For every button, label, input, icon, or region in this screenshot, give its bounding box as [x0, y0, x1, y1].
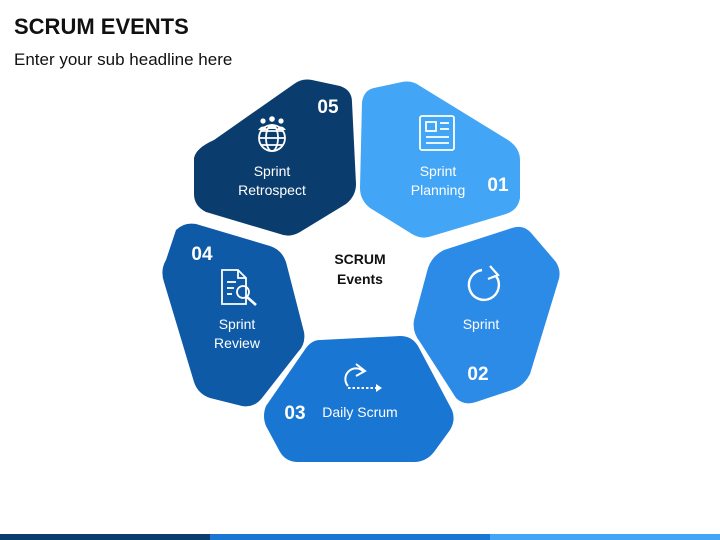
segment-04-number: 04: [191, 244, 213, 265]
footer-segment-light: [490, 534, 720, 540]
segment-02-number: 02: [467, 364, 488, 385]
segment-sprint-review[interactable]: Sprint Review 04: [162, 223, 305, 407]
segment-05-number: 05: [317, 97, 339, 118]
segment-05-label-line1: Sprint: [254, 163, 291, 179]
segment-03-label-line1: Daily Scrum: [322, 404, 397, 420]
segment-05-shape: [194, 79, 356, 236]
segment-daily-scrum[interactable]: Daily Scrum 03: [264, 336, 454, 462]
segment-05-label-line2: Retrospect: [238, 182, 306, 198]
page-title: SCRUM EVENTS: [14, 14, 189, 39]
footer-color-bar: [0, 534, 720, 540]
segment-03-shape: [264, 336, 454, 462]
document-icon: [419, 115, 455, 151]
footer-segment-dark: [0, 534, 210, 540]
segment-sprint[interactable]: Sprint 02: [413, 226, 560, 404]
center-label-line2: Events: [337, 271, 383, 287]
footer-segment-mid: [210, 534, 490, 540]
segment-01-shape: [360, 81, 520, 238]
document-search-icon: [221, 269, 257, 306]
segment-04-label-line1: Sprint: [219, 316, 256, 332]
segment-sprint-retrospect[interactable]: Sprint Retrospect 05: [194, 79, 356, 236]
segment-02-label-line1: Sprint: [463, 316, 500, 332]
loop-arrow-icon: [344, 363, 382, 392]
page-subtitle: Enter your sub headline here: [14, 50, 233, 69]
segment-01-number: 01: [487, 175, 509, 196]
segment-04-shape: [162, 223, 305, 407]
segment-sprint-planning[interactable]: Sprint Planning 01: [360, 81, 520, 238]
team-globe-icon: [258, 116, 286, 152]
segment-01-label-line2: Planning: [411, 182, 466, 198]
segment-03-number: 03: [284, 403, 305, 424]
refresh-icon: [467, 265, 501, 302]
segment-02-shape: [413, 226, 560, 404]
segment-01-label-line1: Sprint: [420, 163, 457, 179]
center-label-line1: SCRUM: [334, 251, 385, 267]
segment-04-label-line2: Review: [214, 335, 261, 351]
